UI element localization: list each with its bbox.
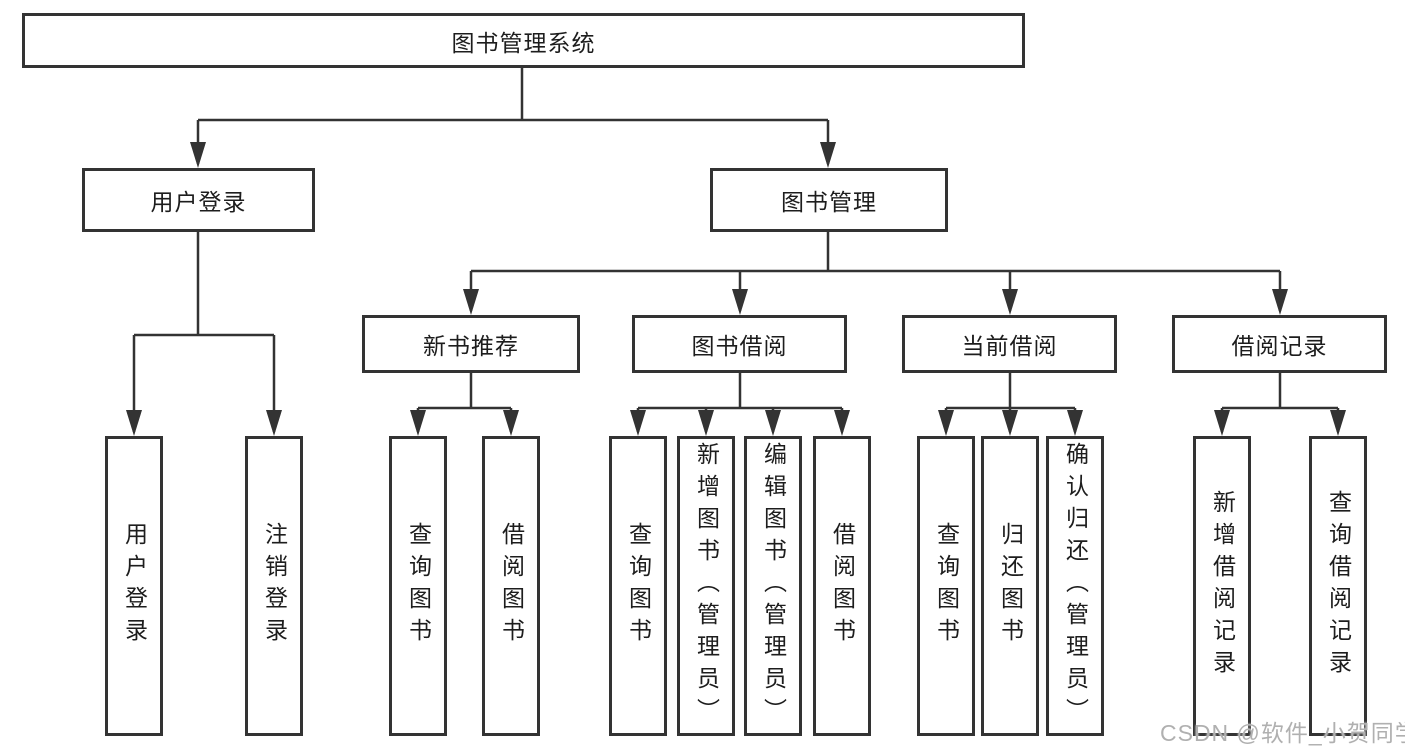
leaf-query-books-current: 查询图书 xyxy=(917,436,975,736)
leaf-query-books-borrow: 查询图书 xyxy=(609,436,667,736)
leaf-borrow-books: 借阅图书 xyxy=(813,436,871,736)
leaf-confirm-return-admin: 确认归还（管理员） xyxy=(1046,436,1104,736)
node-borrow-records: 借阅记录 xyxy=(1172,315,1387,373)
node-book-management: 图书管理 xyxy=(710,168,948,232)
leaf-user-login: 用户登录 xyxy=(105,436,163,736)
leaf-return-books: 归还图书 xyxy=(981,436,1039,736)
leaf-query-books-recommend: 查询图书 xyxy=(389,436,447,736)
node-user-login: 用户登录 xyxy=(82,168,315,232)
leaf-add-books-admin: 新增图书（管理员） xyxy=(677,436,735,736)
node-root-system: 图书管理系统 xyxy=(22,13,1025,68)
leaf-borrow-books-recommend: 借阅图书 xyxy=(482,436,540,736)
leaf-add-borrow-record: 新增借阅记录 xyxy=(1193,436,1251,736)
node-new-book-recommend: 新书推荐 xyxy=(362,315,580,373)
leaf-query-borrow-record: 查询借阅记录 xyxy=(1309,436,1367,736)
node-book-borrow: 图书借阅 xyxy=(632,315,847,373)
node-current-borrow: 当前借阅 xyxy=(902,315,1117,373)
csdn-watermark: CSDN @软件_小贺同学 xyxy=(1160,720,1405,746)
leaf-edit-books-admin: 编辑图书（管理员） xyxy=(744,436,802,736)
leaf-logout: 注销登录 xyxy=(245,436,303,736)
